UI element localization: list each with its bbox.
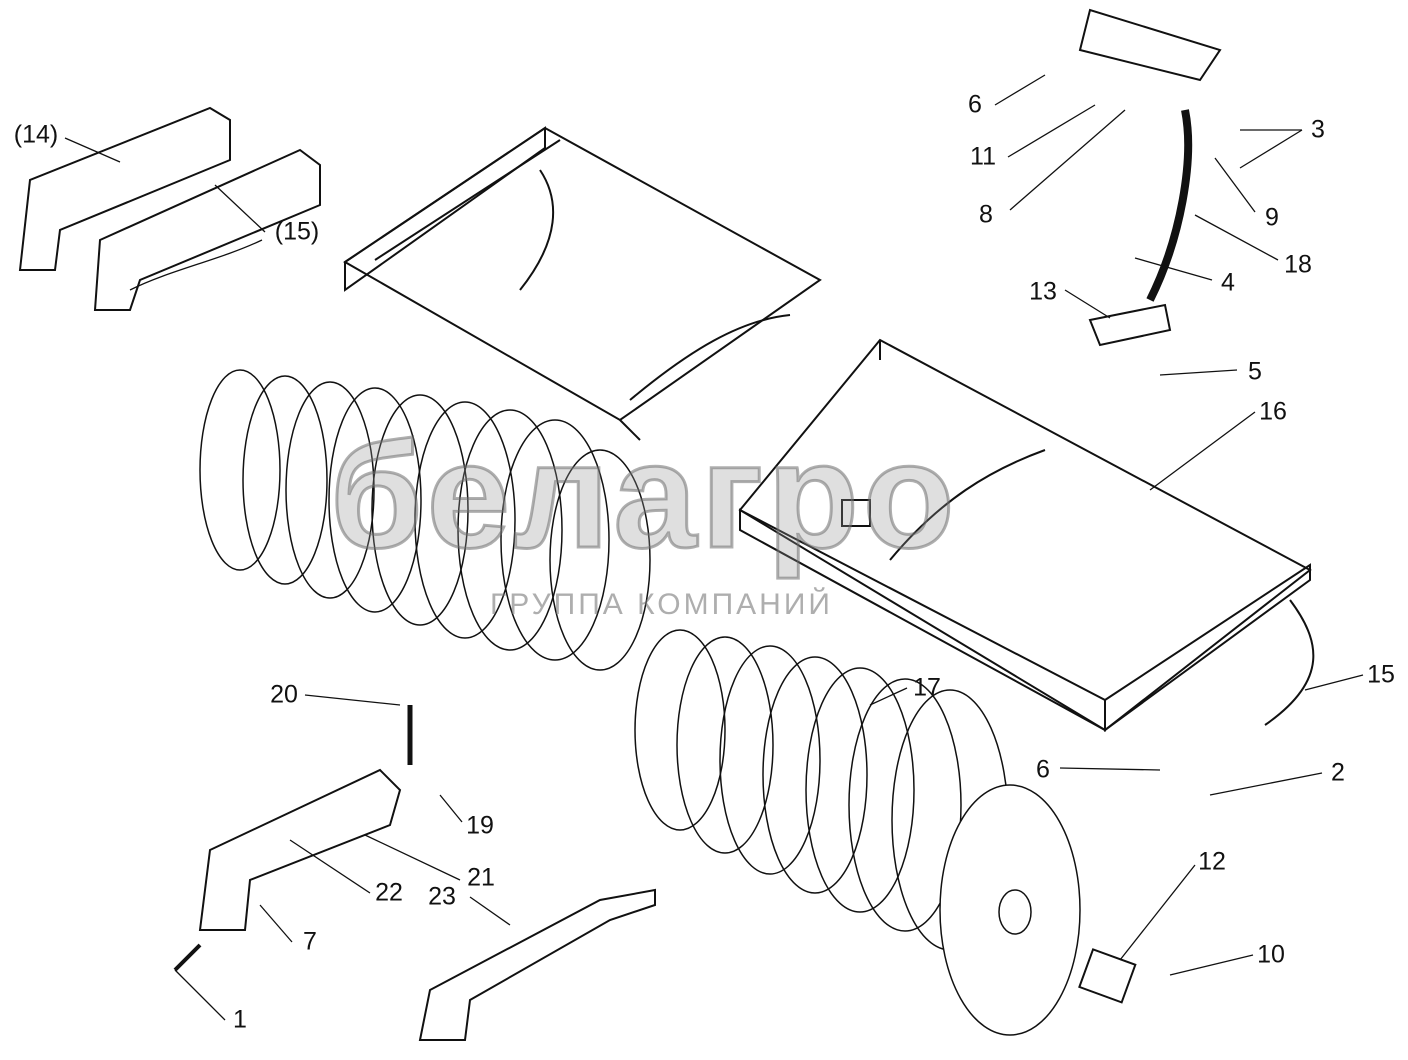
part-label: (15) (274, 217, 320, 246)
part-label: 6 (968, 90, 982, 119)
watermark-logo: белагро (329, 411, 959, 579)
part-label: 19 (466, 811, 494, 840)
part-label: 16 (1259, 397, 1287, 426)
part-label: 15 (1367, 660, 1395, 689)
part-label: 12 (1198, 847, 1226, 876)
part-label: 11 (970, 142, 996, 171)
part-label: 22 (375, 878, 403, 907)
part-label: 1 (233, 1005, 247, 1034)
part-label: 13 (1029, 277, 1057, 306)
part-label: 4 (1221, 268, 1235, 297)
part-label: (14) (13, 120, 59, 149)
front-frame (738, 338, 1315, 732)
rear-frame (343, 126, 822, 441)
brackets (18, 8, 1222, 1041)
part-label: 17 (913, 673, 941, 702)
part-label: 23 (428, 882, 456, 911)
part-label: 20 (270, 680, 298, 709)
part-label: 10 (1257, 940, 1285, 969)
part-label: 21 (467, 863, 495, 892)
roller-front (634, 629, 1081, 1036)
leader-lines (64, 74, 1364, 1021)
part-label: 6 (1036, 755, 1050, 784)
part-label: 8 (979, 200, 993, 229)
part-label: 18 (1284, 250, 1312, 279)
roller-rear (199, 369, 651, 671)
part-label: 5 (1248, 357, 1262, 386)
part-label: 3 (1311, 115, 1325, 144)
part-label: 9 (1265, 203, 1279, 232)
part-label: 2 (1331, 758, 1345, 787)
part-label: 7 (303, 927, 317, 956)
watermark-subtitle: ГРУППА КОМПАНИЙ (490, 588, 833, 621)
